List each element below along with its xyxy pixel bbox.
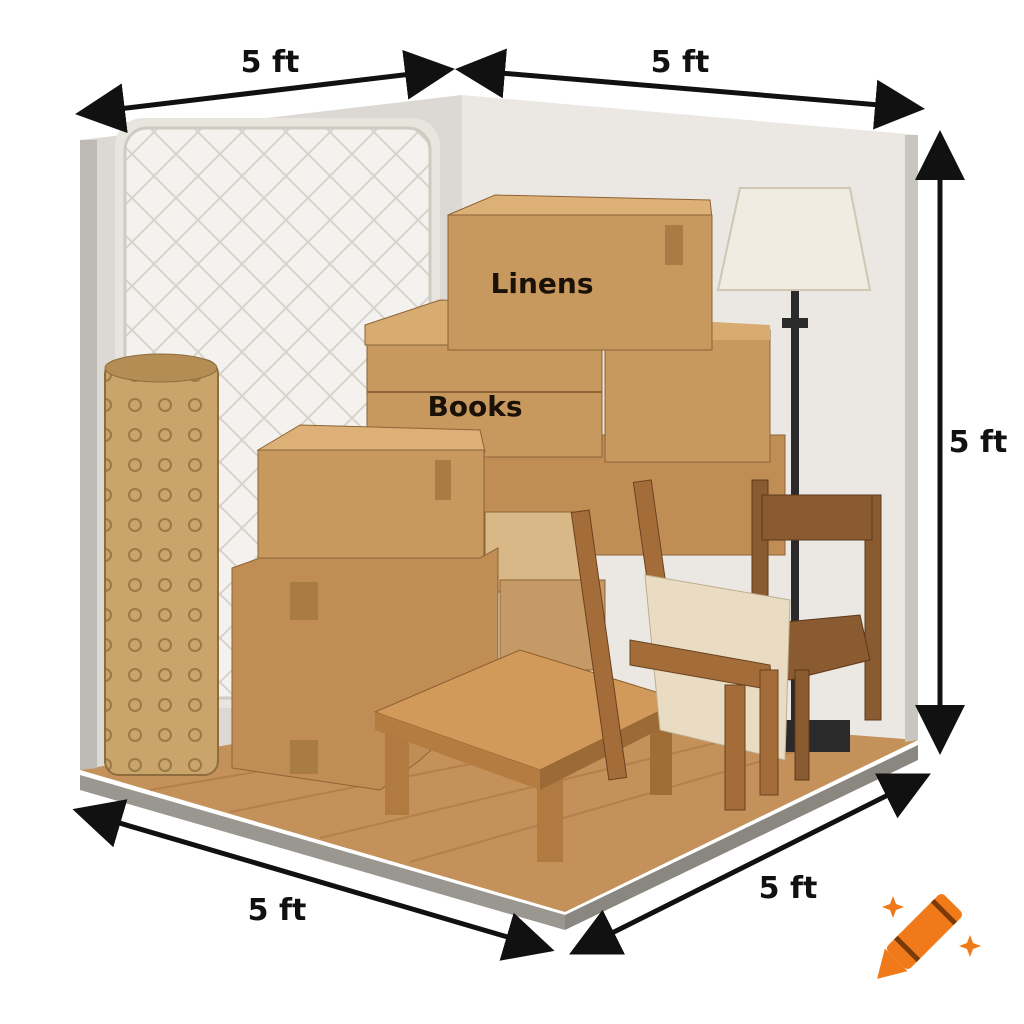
dimension-arrow-bottom-left [72,799,555,961]
dimension-label-top-right: 5 ft [651,45,710,80]
dimension-label-bottom-left: 5 ft [248,893,307,928]
crayon-icon [877,894,981,979]
dimension-arrow-bottom-right [569,773,931,955]
rolled-rug [104,353,219,776]
dimension-arrow-top-right [455,48,925,130]
box-linens: Linens [447,194,713,351]
dimension-label-top-left: 5 ft [241,45,300,80]
dimension-label-bottom-right: 5 ft [759,871,818,906]
dimension-arrow-top-left [75,49,455,134]
cardboard-boxes: Books Linens [231,194,786,791]
dimension-annotations: 5 ft 5 ft 5 ft 5 ft 5 ft [72,45,1008,961]
books-label: Books [427,390,522,423]
linens-label: Linens [491,267,594,300]
dimension-label-height: 5 ft [949,425,1008,460]
